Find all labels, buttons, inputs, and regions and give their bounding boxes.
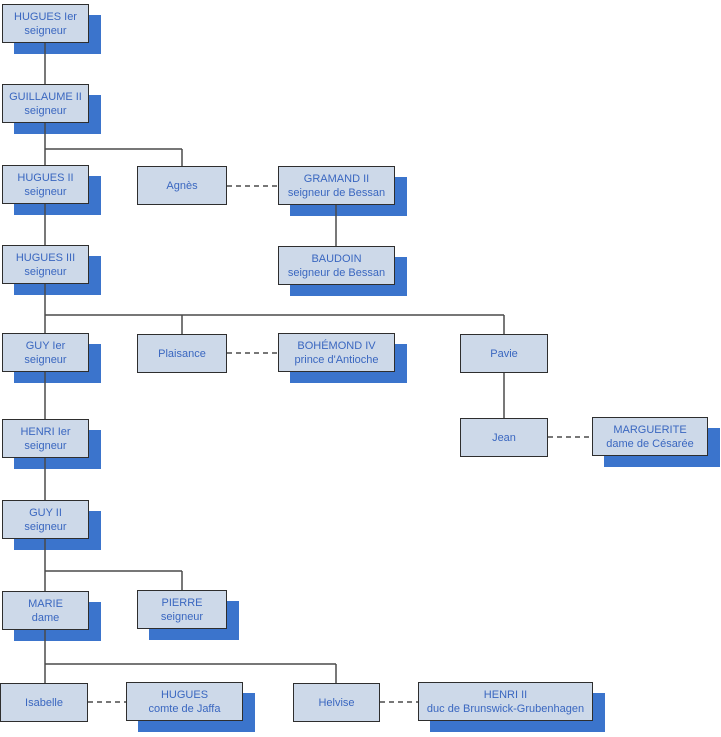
person-title: dame de Césarée: [606, 437, 694, 450]
person-name: HENRI Ier: [20, 425, 71, 438]
person-name: Helvise: [318, 696, 355, 709]
person-name: PIERRE: [161, 596, 203, 609]
person-name: Isabelle: [25, 696, 63, 709]
person-name: HUGUES III: [15, 251, 76, 264]
person-title: seigneur de Bessan: [287, 186, 386, 199]
person-title: seigneur: [24, 185, 67, 198]
person-name: BOHÉMOND IV: [297, 339, 376, 352]
person-name: Plaisance: [158, 347, 206, 360]
person-name: HUGUES II: [17, 171, 74, 184]
person-title: seigneur: [160, 610, 204, 623]
person-title: seigneur de Bessan: [287, 266, 386, 279]
person-node-pavie: Pavie: [460, 334, 548, 373]
person-name: GRAMAND II: [303, 172, 370, 185]
person-node-plaisance: Plaisance: [137, 334, 227, 373]
person-name: GUY II: [29, 506, 62, 519]
person-node-isabelle: Isabelle: [0, 683, 88, 722]
person-node-helvise: Helvise: [293, 683, 380, 722]
person-title: seigneur: [24, 104, 67, 117]
person-name: Jean: [492, 431, 516, 444]
person-node-agnes: Agnès: [137, 166, 227, 205]
person-title: seigneur: [24, 439, 67, 452]
person-name: MARGUERITE: [613, 423, 687, 436]
person-name: HENRI II: [483, 688, 528, 701]
person-title: seigneur: [24, 520, 67, 533]
person-title: comte de Jaffa: [148, 702, 221, 715]
person-name: GUILLAUME II: [9, 90, 82, 103]
person-title: seigneur: [24, 353, 67, 366]
person-title: prince d'Antioche: [294, 353, 379, 366]
person-name: HUGUES: [160, 688, 209, 701]
person-title: seigneur: [24, 265, 67, 278]
person-name: BAUDOIN: [311, 252, 362, 265]
person-node-jean: Jean: [460, 418, 548, 457]
person-title: dame: [31, 611, 60, 624]
person-title: seigneur: [24, 24, 67, 37]
person-name: HUGUES Ier: [14, 10, 77, 23]
person-title: duc de Brunswick-Grubenhagen: [426, 702, 585, 715]
person-name: Agnès: [166, 179, 198, 192]
person-name: Pavie: [490, 347, 518, 360]
person-name: MARIE: [28, 597, 63, 610]
person-name: GUY Ier: [25, 339, 66, 352]
